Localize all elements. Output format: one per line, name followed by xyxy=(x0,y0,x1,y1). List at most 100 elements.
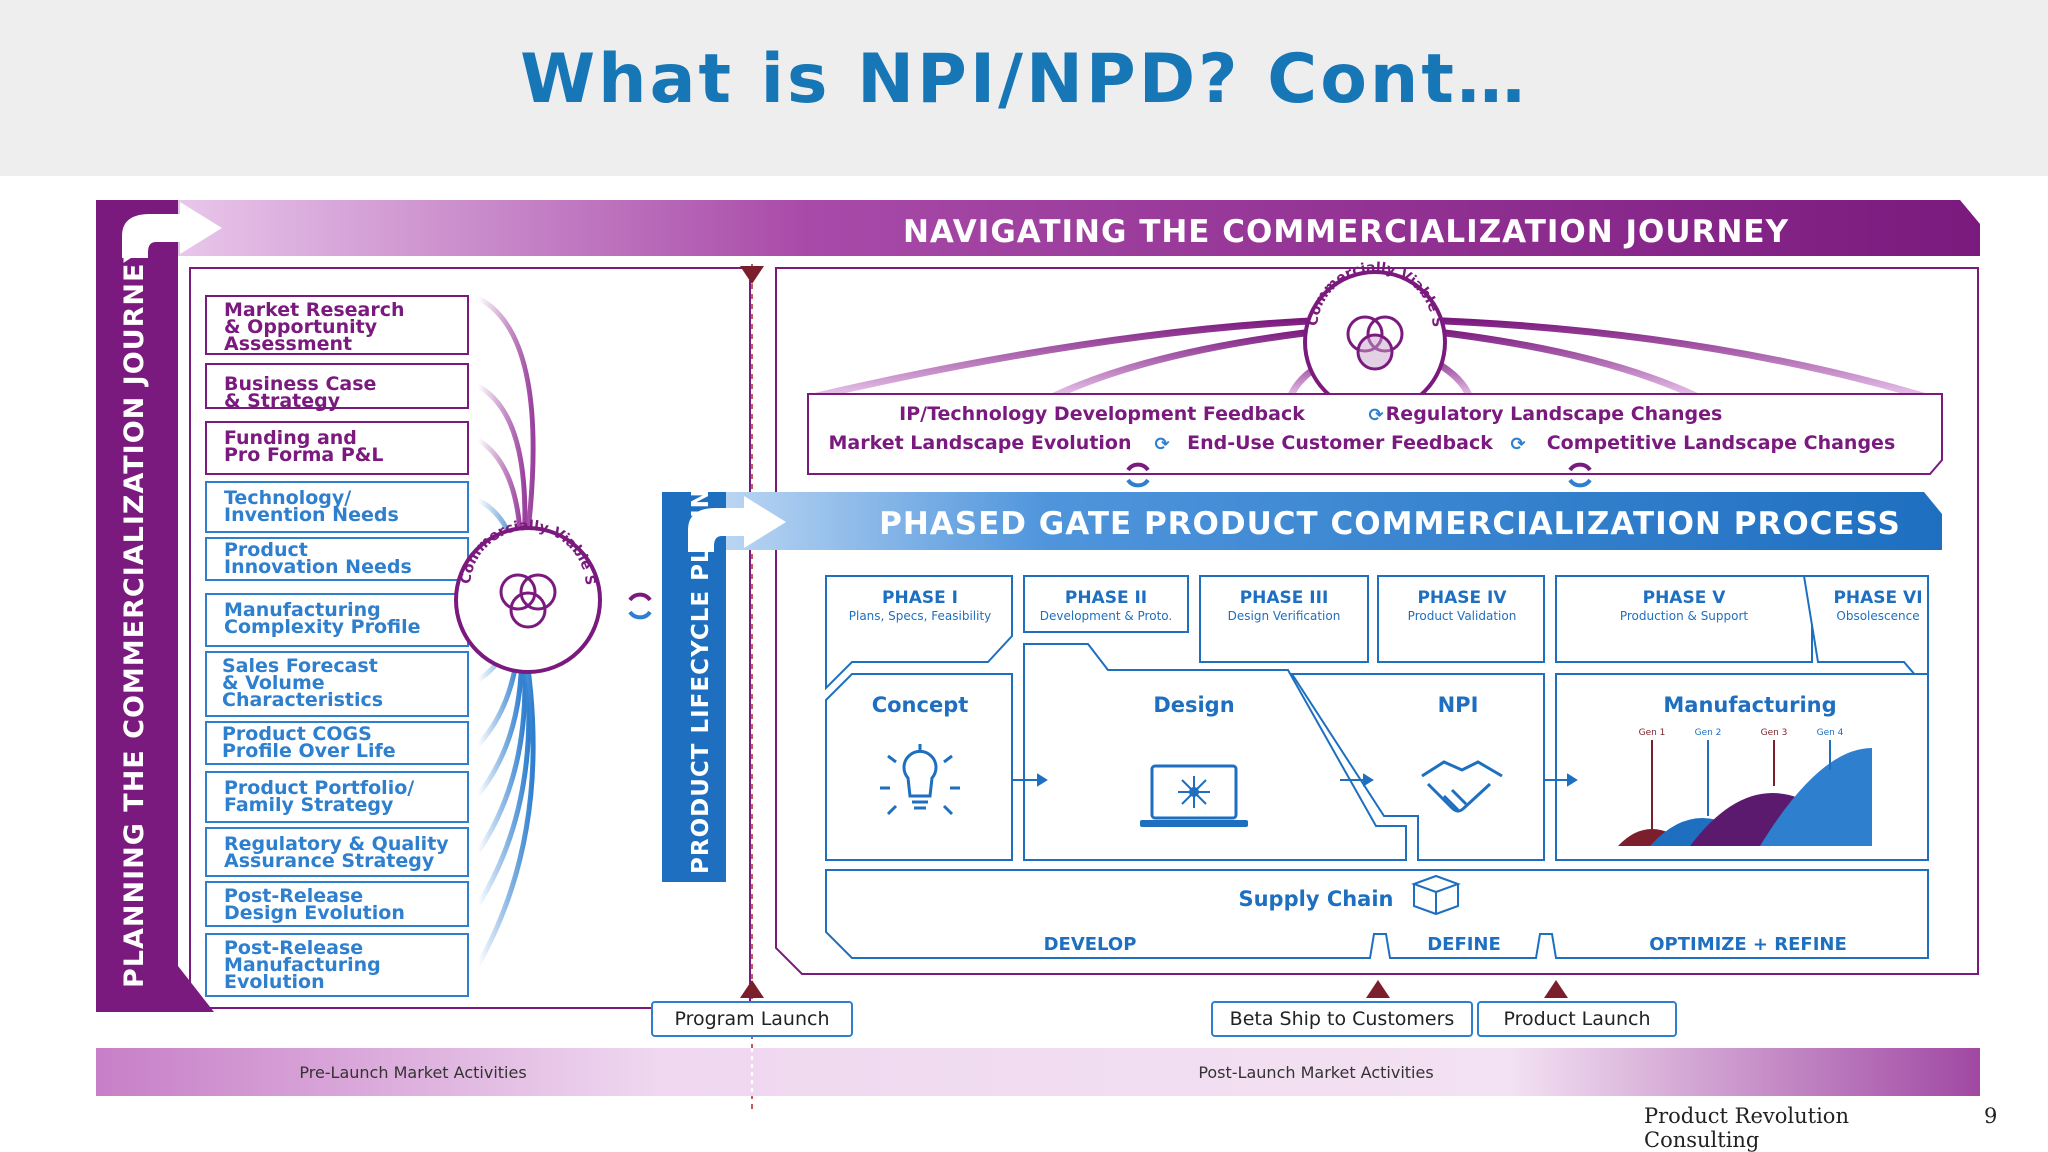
svg-text:End-Use Customer Feedback: End-Use Customer Feedback xyxy=(1187,432,1493,454)
lightbulb-icon xyxy=(880,744,960,816)
gen-label: Gen 2 xyxy=(1695,728,1722,738)
feedback-row-1: IP/Technology Development Feedback ⟳ Reg… xyxy=(899,403,1722,426)
cycle-icon xyxy=(1568,462,1592,488)
svg-text:Production & Support: Production & Support xyxy=(1620,609,1749,623)
process-frame xyxy=(775,267,1979,975)
footer-company: Product Revolution Consulting xyxy=(1644,1104,1849,1152)
stage-npi-box xyxy=(1290,673,1545,861)
marker-top xyxy=(740,266,764,284)
page-number: 9 xyxy=(1984,1104,1998,1128)
gen-label: Gen 4 xyxy=(1817,728,1844,738)
milestone-program-launch: Program Launch xyxy=(651,1001,853,1037)
svg-text:Technology/Invention Needs: Technology/Invention Needs xyxy=(224,487,399,526)
bottom-stage: OPTIMIZE + REFINE xyxy=(1649,934,1847,955)
milestone-product-launch: Product Launch xyxy=(1477,1001,1677,1037)
milestone-marker xyxy=(1366,980,1390,998)
planning-item: Product Portfolio/Family Strategy xyxy=(205,771,469,823)
milestone-beta-ship: Beta Ship to Customers xyxy=(1211,1001,1473,1037)
stage-label: Concept xyxy=(872,693,969,717)
cycle-icon: ⟳ xyxy=(1154,434,1169,455)
journey-banner-text: NAVIGATING THE COMMERCIALIZATION JOURNEY xyxy=(903,214,1789,250)
lifecycle-bar xyxy=(662,492,726,882)
gen-chart: Gen 1 Gen 2 Gen 3 Gen 4 xyxy=(1618,728,1872,846)
milestone-marker xyxy=(1544,980,1568,998)
laptop-icon xyxy=(1140,764,1248,827)
handshake-icon xyxy=(1421,760,1503,813)
stage-design-box xyxy=(1023,643,1407,861)
svg-text:Regulatory Landscape Changes: Regulatory Landscape Changes xyxy=(1386,403,1723,425)
svg-text:IP/Technology Development Feed: IP/Technology Development Feedback xyxy=(899,403,1305,425)
feedback-box xyxy=(807,393,1943,475)
svg-text:Plans, Specs, Feasibility: Plans, Specs, Feasibility xyxy=(849,609,992,623)
svg-text:Beta Ship to Customers: Beta Ship to Customers xyxy=(1230,1008,1455,1030)
svg-text:PHASE VI: PHASE VI xyxy=(1833,588,1922,608)
svg-text:Business Case& Strategy: Business Case& Strategy xyxy=(224,373,376,412)
cycle-icon: ⟳ xyxy=(1510,434,1525,455)
gen-label: Gen 3 xyxy=(1761,728,1788,738)
planning-turn-arrow xyxy=(122,202,222,258)
svg-text:PHASE III: PHASE III xyxy=(1240,588,1329,608)
stage-label: Manufacturing xyxy=(1663,693,1836,717)
lifecycle-turn-arrow xyxy=(688,496,786,552)
stage-arrows xyxy=(1012,773,1578,787)
slide-title: What is NPI/NPD? Cont… xyxy=(520,40,1528,119)
svg-text:Product Validation: Product Validation xyxy=(1408,609,1517,623)
svg-text:PHASE V: PHASE V xyxy=(1643,588,1727,608)
svg-text:Program Launch: Program Launch xyxy=(674,1008,829,1030)
process-banner-text: PHASED GATE PRODUCT COMMERCIALIZATION PR… xyxy=(879,506,1901,542)
cycle-icon xyxy=(1126,462,1150,488)
post-launch-label: Post-Launch Market Activities xyxy=(1198,1063,1433,1082)
journey-banner xyxy=(178,200,1980,256)
stage-label: NPI xyxy=(1438,693,1479,717)
supply-chain-label: Supply Chain xyxy=(1238,887,1393,911)
planning-bar xyxy=(96,200,214,1012)
svg-text:Product Launch: Product Launch xyxy=(1504,1008,1651,1030)
supply-chain-box xyxy=(825,869,1929,959)
box-icon xyxy=(1411,874,1461,916)
planning-item: Technology/Invention Needs xyxy=(205,481,469,533)
bottom-stage: DEVELOP xyxy=(1044,934,1137,955)
svg-text:Obsolescence: Obsolescence xyxy=(1836,609,1919,623)
svg-text:Commercially Viable Solution S: Commercially Viable Solution Space xyxy=(0,0,1445,328)
slide-header xyxy=(0,0,2048,176)
feedback-row-2: Market Landscape Evolution ⟳ End-Use Cus… xyxy=(829,432,1896,455)
svg-text:Competitive Landscape Changes: Competitive Landscape Changes xyxy=(1547,432,1896,454)
market-activities-bar xyxy=(96,1048,1980,1096)
cycle-icon xyxy=(628,592,652,620)
svg-text:Product Portfolio/Family Strat: Product Portfolio/Family Strategy xyxy=(224,777,414,816)
svg-text:PHASE II: PHASE II xyxy=(1065,588,1147,608)
planning-frame xyxy=(189,267,751,1009)
stage-label: Design xyxy=(1153,693,1234,717)
svg-text:PHASE I: PHASE I xyxy=(882,588,958,608)
pre-launch-label: Pre-Launch Market Activities xyxy=(299,1063,526,1082)
gen-label: Gen 1 xyxy=(1639,728,1666,738)
svg-text:Design Verification: Design Verification xyxy=(1228,609,1341,623)
cycle-icon: ⟳ xyxy=(1368,405,1383,426)
lifecycle-label: PRODUCT LIFECYCLE PLANNING xyxy=(688,438,714,874)
